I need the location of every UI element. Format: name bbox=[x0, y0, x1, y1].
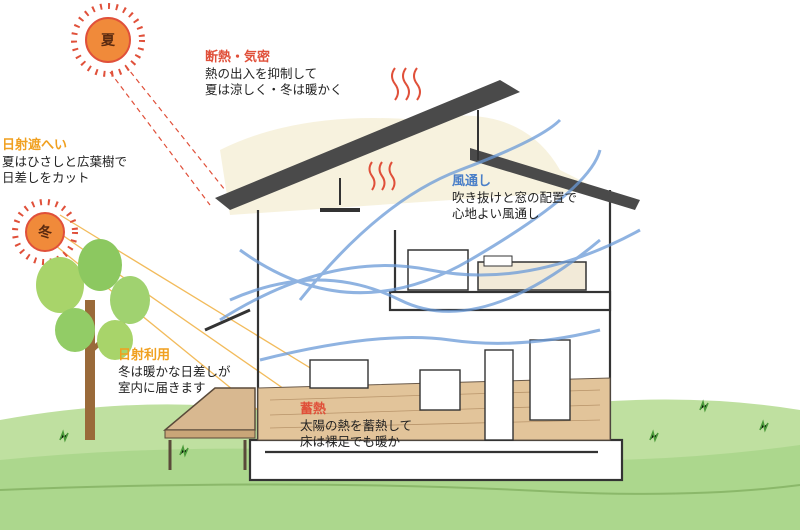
summer-sun-icon bbox=[71, 3, 145, 77]
ventilation-line-1: 吹き抜けと窓の配置で bbox=[452, 190, 578, 206]
grass-tufts bbox=[59, 399, 769, 458]
solar-gain-line-1: 冬は暖かな日差しが bbox=[118, 364, 231, 380]
heat-arrows-icon bbox=[368, 67, 421, 191]
shading-line-2: 日差しをカット bbox=[2, 169, 90, 185]
insulation-line-1: 熱の出入を抑制して bbox=[205, 66, 318, 82]
summer-sun-label: 夏 bbox=[101, 33, 115, 49]
house-structure bbox=[248, 190, 624, 482]
deciduous-tree-icon bbox=[36, 239, 150, 440]
ventilation-line-2: 心地よい風通し bbox=[452, 205, 540, 221]
solar-gain-line-2: 室内に届きます bbox=[118, 379, 206, 395]
heat-storage-title: 蓄熱 bbox=[300, 402, 327, 417]
insulation-title: 断熱・気密 bbox=[205, 50, 271, 65]
solar-gain-title: 日射利用 bbox=[118, 348, 171, 363]
shading-note: 日射遮へい 夏はひさしと広葉樹で 日差しをカット bbox=[2, 138, 127, 186]
ceiling-fan-icon bbox=[320, 178, 360, 212]
insulation-note: 断熱・気密 熱の出入を抑制して 夏は涼しく・冬は暖かく bbox=[205, 50, 343, 98]
living-furniture bbox=[309, 339, 571, 441]
ventilation-note: 風通し 吹き抜けと窓の配置で 心地よい風通し bbox=[452, 174, 577, 222]
shading-title: 日射遮へい bbox=[2, 138, 68, 153]
heat-storage-note: 蓄熱 太陽の熱を蓄熱して 床は裸足でも暖か bbox=[300, 402, 412, 450]
winter-sun-icon bbox=[12, 199, 78, 265]
wind-flow bbox=[219, 118, 641, 362]
shading-line-1: 夏はひさしと広葉樹で bbox=[2, 154, 128, 170]
heat-storage-line-2: 床は裸足でも暖か bbox=[300, 433, 401, 449]
roof bbox=[215, 80, 640, 210]
wooden-deck bbox=[162, 387, 256, 470]
ventilation-title: 風通し bbox=[452, 174, 492, 189]
solar-gain-note: 日射利用 冬は暖かな日差しが 室内に届きます bbox=[118, 348, 231, 396]
canopy bbox=[204, 308, 251, 332]
heat-storage-line-1: 太陽の熱を蓄熱して bbox=[300, 418, 413, 434]
summer-sun-rays bbox=[109, 64, 226, 206]
winter-sun-label: 冬 bbox=[38, 225, 52, 241]
insulation-line-2: 夏は涼しく・冬は暖かく bbox=[205, 81, 343, 97]
sky-wash bbox=[220, 115, 600, 215]
